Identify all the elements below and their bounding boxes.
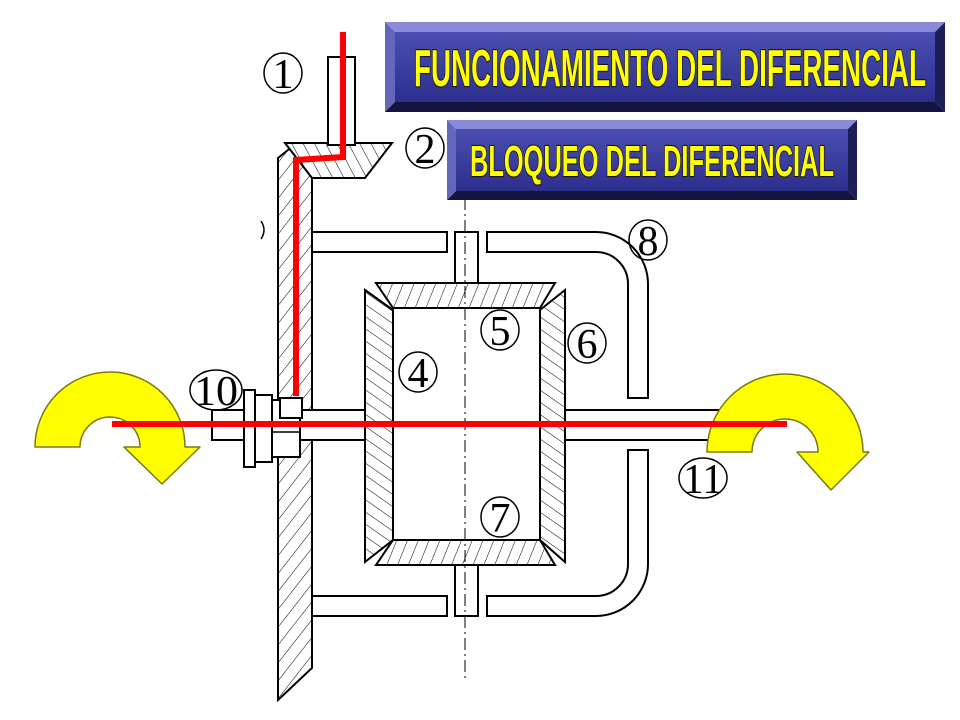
title-banner: FUNCIONAMIENTO DEL DIFERENCIAL [385,22,945,112]
satellite-pin-upper [454,231,479,286]
part-label-8: 8 [628,219,668,265]
subtitle-banner: BLOQUEO DEL DIFERENCIAL [447,120,857,200]
page-title: FUNCIONAMIENTO DEL DIFERENCIAL [414,40,926,98]
satellite-pin-lower [454,564,479,617]
differential-carrier [311,231,649,617]
locking-sleeve [243,389,303,468]
page-subtitle: BLOQUEO DEL DIFERENCIAL [470,137,834,186]
part-label-5: 5 [480,309,520,355]
part-number: 11 [683,457,723,503]
part-label-7: 7 [480,496,520,542]
part-number: 5 [490,309,511,355]
curved-arrow-down-icon [34,371,201,485]
part-number: 1 [273,52,294,98]
part-label-11: 11 [678,457,728,503]
part-label-2: 2 [405,127,445,173]
curved-arrow-down-icon [706,373,870,491]
part-number: 10 [194,369,238,415]
pinion-gear [282,142,395,179]
part-number: 4 [408,351,429,397]
carrier-lower-right-arm [486,449,649,617]
part-label-6: 6 [567,322,607,368]
carrier-upper-left-arm [311,231,448,253]
part-label-1: 1 [263,52,303,98]
power-flow-line-input [293,32,346,396]
sleeve-body [254,394,273,463]
carrier-upper-right-arm [486,231,649,399]
part-number: 7 [490,496,511,542]
part-label-4: 4 [398,351,438,397]
part-label-10: 10 [189,369,243,415]
carrier-lower-left-arm [311,595,448,617]
part-number: 2 [415,127,436,173]
sleeve-flange [243,389,256,468]
part-number: 8 [638,219,659,265]
sleeve-teeth [279,397,303,419]
stray-mark [260,220,265,240]
part-number: 6 [577,322,598,368]
